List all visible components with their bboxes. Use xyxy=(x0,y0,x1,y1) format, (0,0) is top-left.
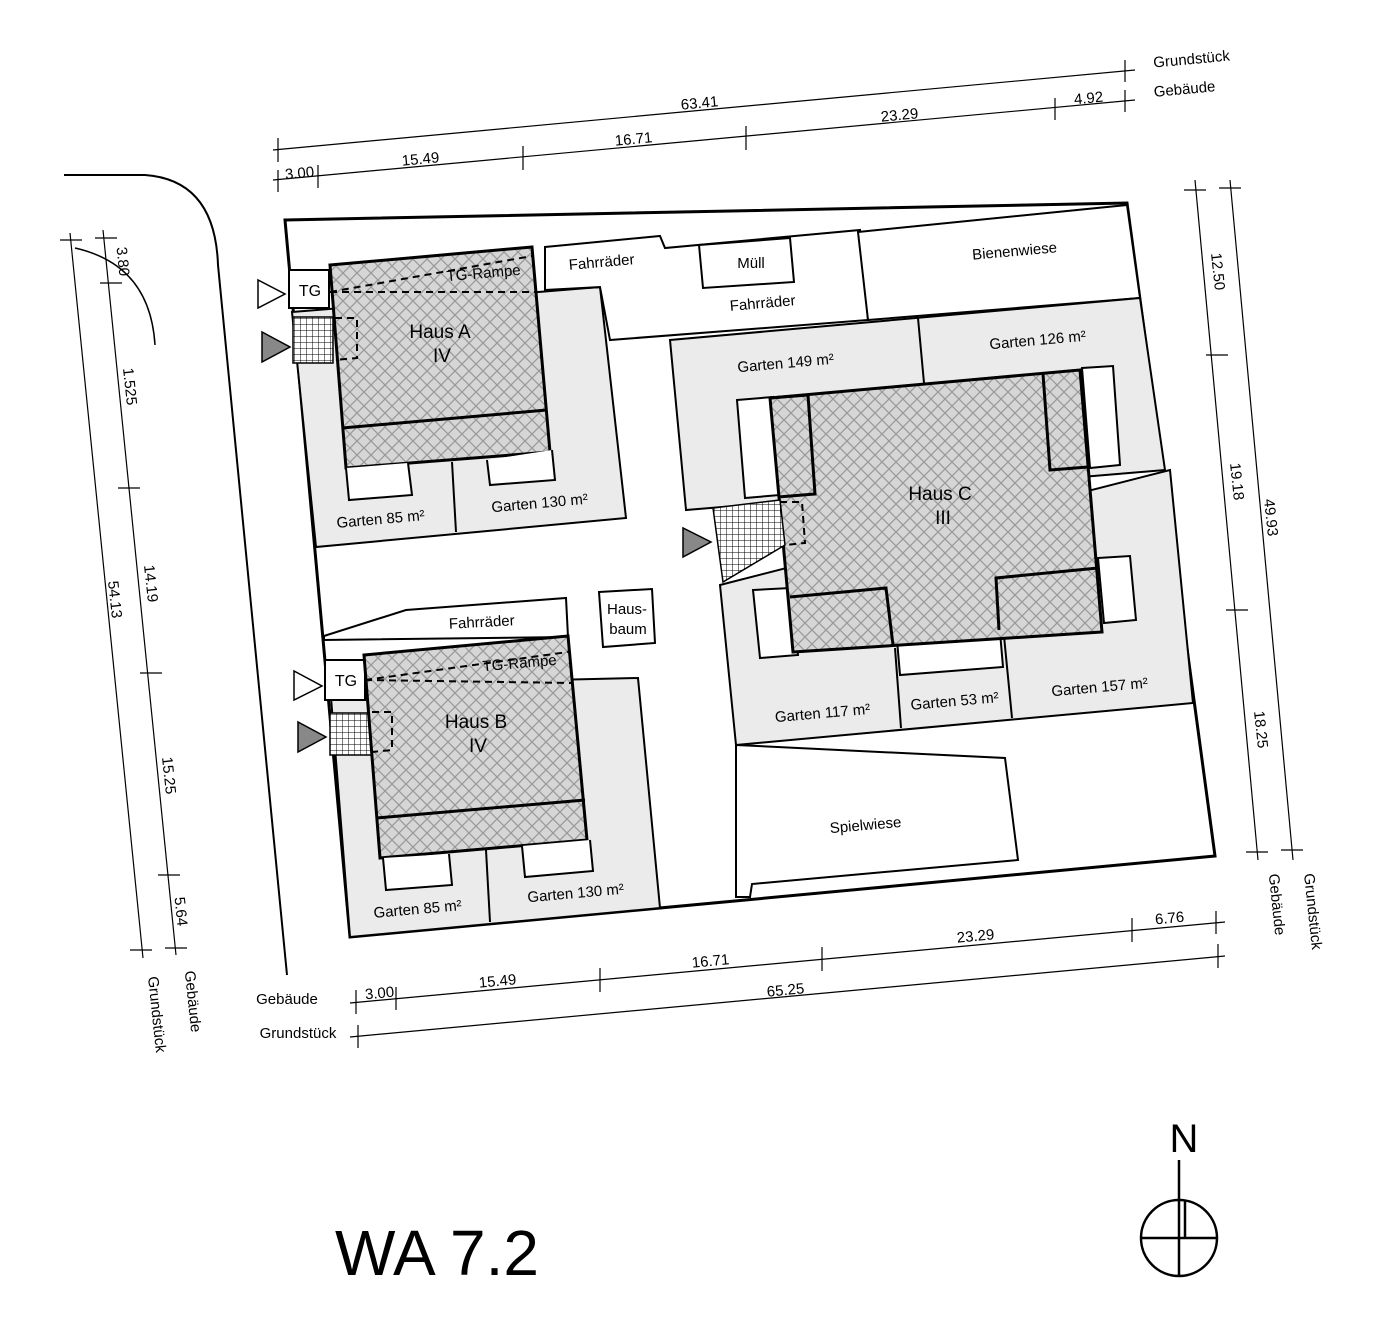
tg-label-a: TG xyxy=(299,283,321,300)
dim-bottom-seg-5: 6.76 xyxy=(1154,909,1185,929)
right-ticks xyxy=(1184,187,1303,853)
dim-bottom-total: 65.25 xyxy=(766,980,805,1000)
north-label: N xyxy=(1170,1117,1199,1161)
tg-box-b xyxy=(324,659,366,701)
dim-bottom-seg-3: 16.71 xyxy=(691,951,730,971)
house-b-building xyxy=(362,634,589,860)
entrance-arrow-c xyxy=(682,526,713,559)
bottom-ticks xyxy=(355,911,1219,1048)
entrance-arrow-tg-b xyxy=(293,669,324,702)
dim-top-seg-4: 23.29 xyxy=(880,105,919,125)
entrance-arrow-a xyxy=(261,330,292,364)
dim-top-seg-2: 15.49 xyxy=(401,149,440,169)
top-building-label: Gebäude xyxy=(1153,78,1216,101)
stair-c xyxy=(712,499,786,584)
dim-bottom-seg-2: 15.49 xyxy=(478,971,517,991)
dim-left-total: 54.13 xyxy=(104,580,125,619)
dim-bottom-seg-1: 3.00 xyxy=(364,984,395,1004)
bikes-label-b: Fahrräder xyxy=(448,612,515,632)
waste-label: Müll xyxy=(737,255,765,272)
house-tree-box xyxy=(597,587,657,649)
dim-left-seg-3: 14.19 xyxy=(140,564,161,603)
plot-curve xyxy=(74,247,156,346)
garden-a-divider xyxy=(345,462,414,502)
dim-top-seg-5: 4.92 xyxy=(1073,89,1104,109)
bikes-label-a: Fahrräder xyxy=(568,251,635,274)
house-a-floors: IV xyxy=(433,346,451,367)
stair-b xyxy=(329,712,373,756)
dim-right-total: 49.93 xyxy=(1260,498,1281,537)
tg-label-b: TG xyxy=(335,673,357,690)
street-curve xyxy=(64,174,288,976)
stair-a xyxy=(292,316,334,364)
right-plot-label: Grundstück xyxy=(1300,872,1325,951)
right-building-label: Gebäude xyxy=(1265,873,1288,936)
house-b-floors: IV xyxy=(469,736,487,757)
house-b-name: Haus B xyxy=(445,712,507,733)
left-building-label: Gebäude xyxy=(181,970,204,1033)
dim-top-seg-1: 3.00 xyxy=(284,164,315,184)
dim-top-total: 63.41 xyxy=(680,93,719,113)
bottom-building-label: Gebäude xyxy=(256,991,318,1008)
plan-title: WA 7.2 xyxy=(335,1217,539,1289)
tg-ramp-label-b: TG-Rampe xyxy=(482,652,557,675)
left-ticks xyxy=(60,237,187,951)
play-meadow-label: Spielwiese xyxy=(829,814,902,837)
dim-left-seg-2: 1.525 xyxy=(119,367,140,406)
tg-box-a xyxy=(288,269,330,309)
dim-right-seg-2: 19.18 xyxy=(1226,462,1247,501)
dim-right-seg-3: 18.25 xyxy=(1250,710,1271,749)
bikes-label-north: Fahrräder xyxy=(729,292,796,315)
entrance-arrow-b xyxy=(297,720,328,754)
house-c-floors: III xyxy=(935,508,951,529)
house-c-name: Haus C xyxy=(908,484,971,505)
dim-bottom-seg-4: 23.29 xyxy=(956,926,995,946)
top-plot-label: Grundstück xyxy=(1153,47,1231,71)
house-c-building xyxy=(768,368,1104,654)
dim-right-seg-1: 12.50 xyxy=(1207,252,1228,291)
dim-left-seg-4: 15.25 xyxy=(158,756,179,795)
dim-top-seg-3: 16.71 xyxy=(614,129,653,149)
bottom-plot-label: Grundstück xyxy=(260,1025,337,1042)
entrance-arrow-tg-a xyxy=(257,278,287,310)
waste-box xyxy=(697,236,796,290)
house-b-bikes-box xyxy=(323,596,570,642)
tg-ramp-label-a: TG-Rampe xyxy=(446,262,521,285)
house-tree-label-2: baum xyxy=(609,621,647,638)
dim-left-seg-5: 5.64 xyxy=(170,896,190,927)
left-plot-label: Grundstück xyxy=(144,975,169,1054)
top-ticks xyxy=(277,60,1126,192)
house-a-name: Haus A xyxy=(409,322,471,343)
play-meadow xyxy=(735,743,1020,898)
dim-left-seg-1: 3.80 xyxy=(112,246,132,277)
north-arrow-icon xyxy=(1139,1160,1219,1278)
house-tree-label-1: Haus- xyxy=(607,601,647,618)
